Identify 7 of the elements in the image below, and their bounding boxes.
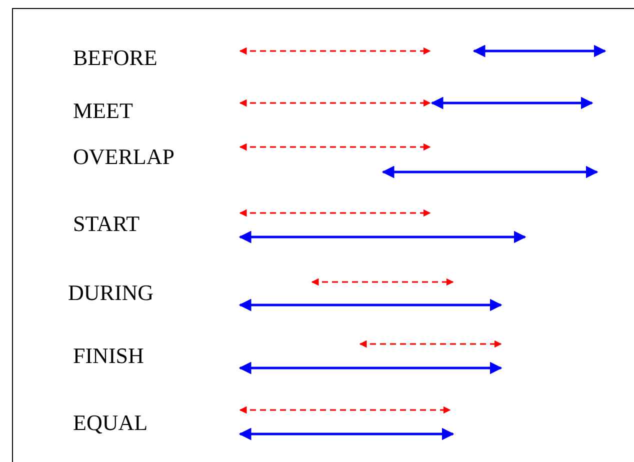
relation-label: BEFORE bbox=[73, 46, 158, 70]
relation-label: FINISH bbox=[73, 344, 144, 368]
relation-label: DURING bbox=[68, 281, 154, 305]
relation-label: START bbox=[73, 212, 140, 236]
relation-label: OVERLAP bbox=[73, 145, 174, 169]
relation-label: EQUAL bbox=[73, 411, 148, 435]
relation-label: MEET bbox=[73, 99, 133, 123]
